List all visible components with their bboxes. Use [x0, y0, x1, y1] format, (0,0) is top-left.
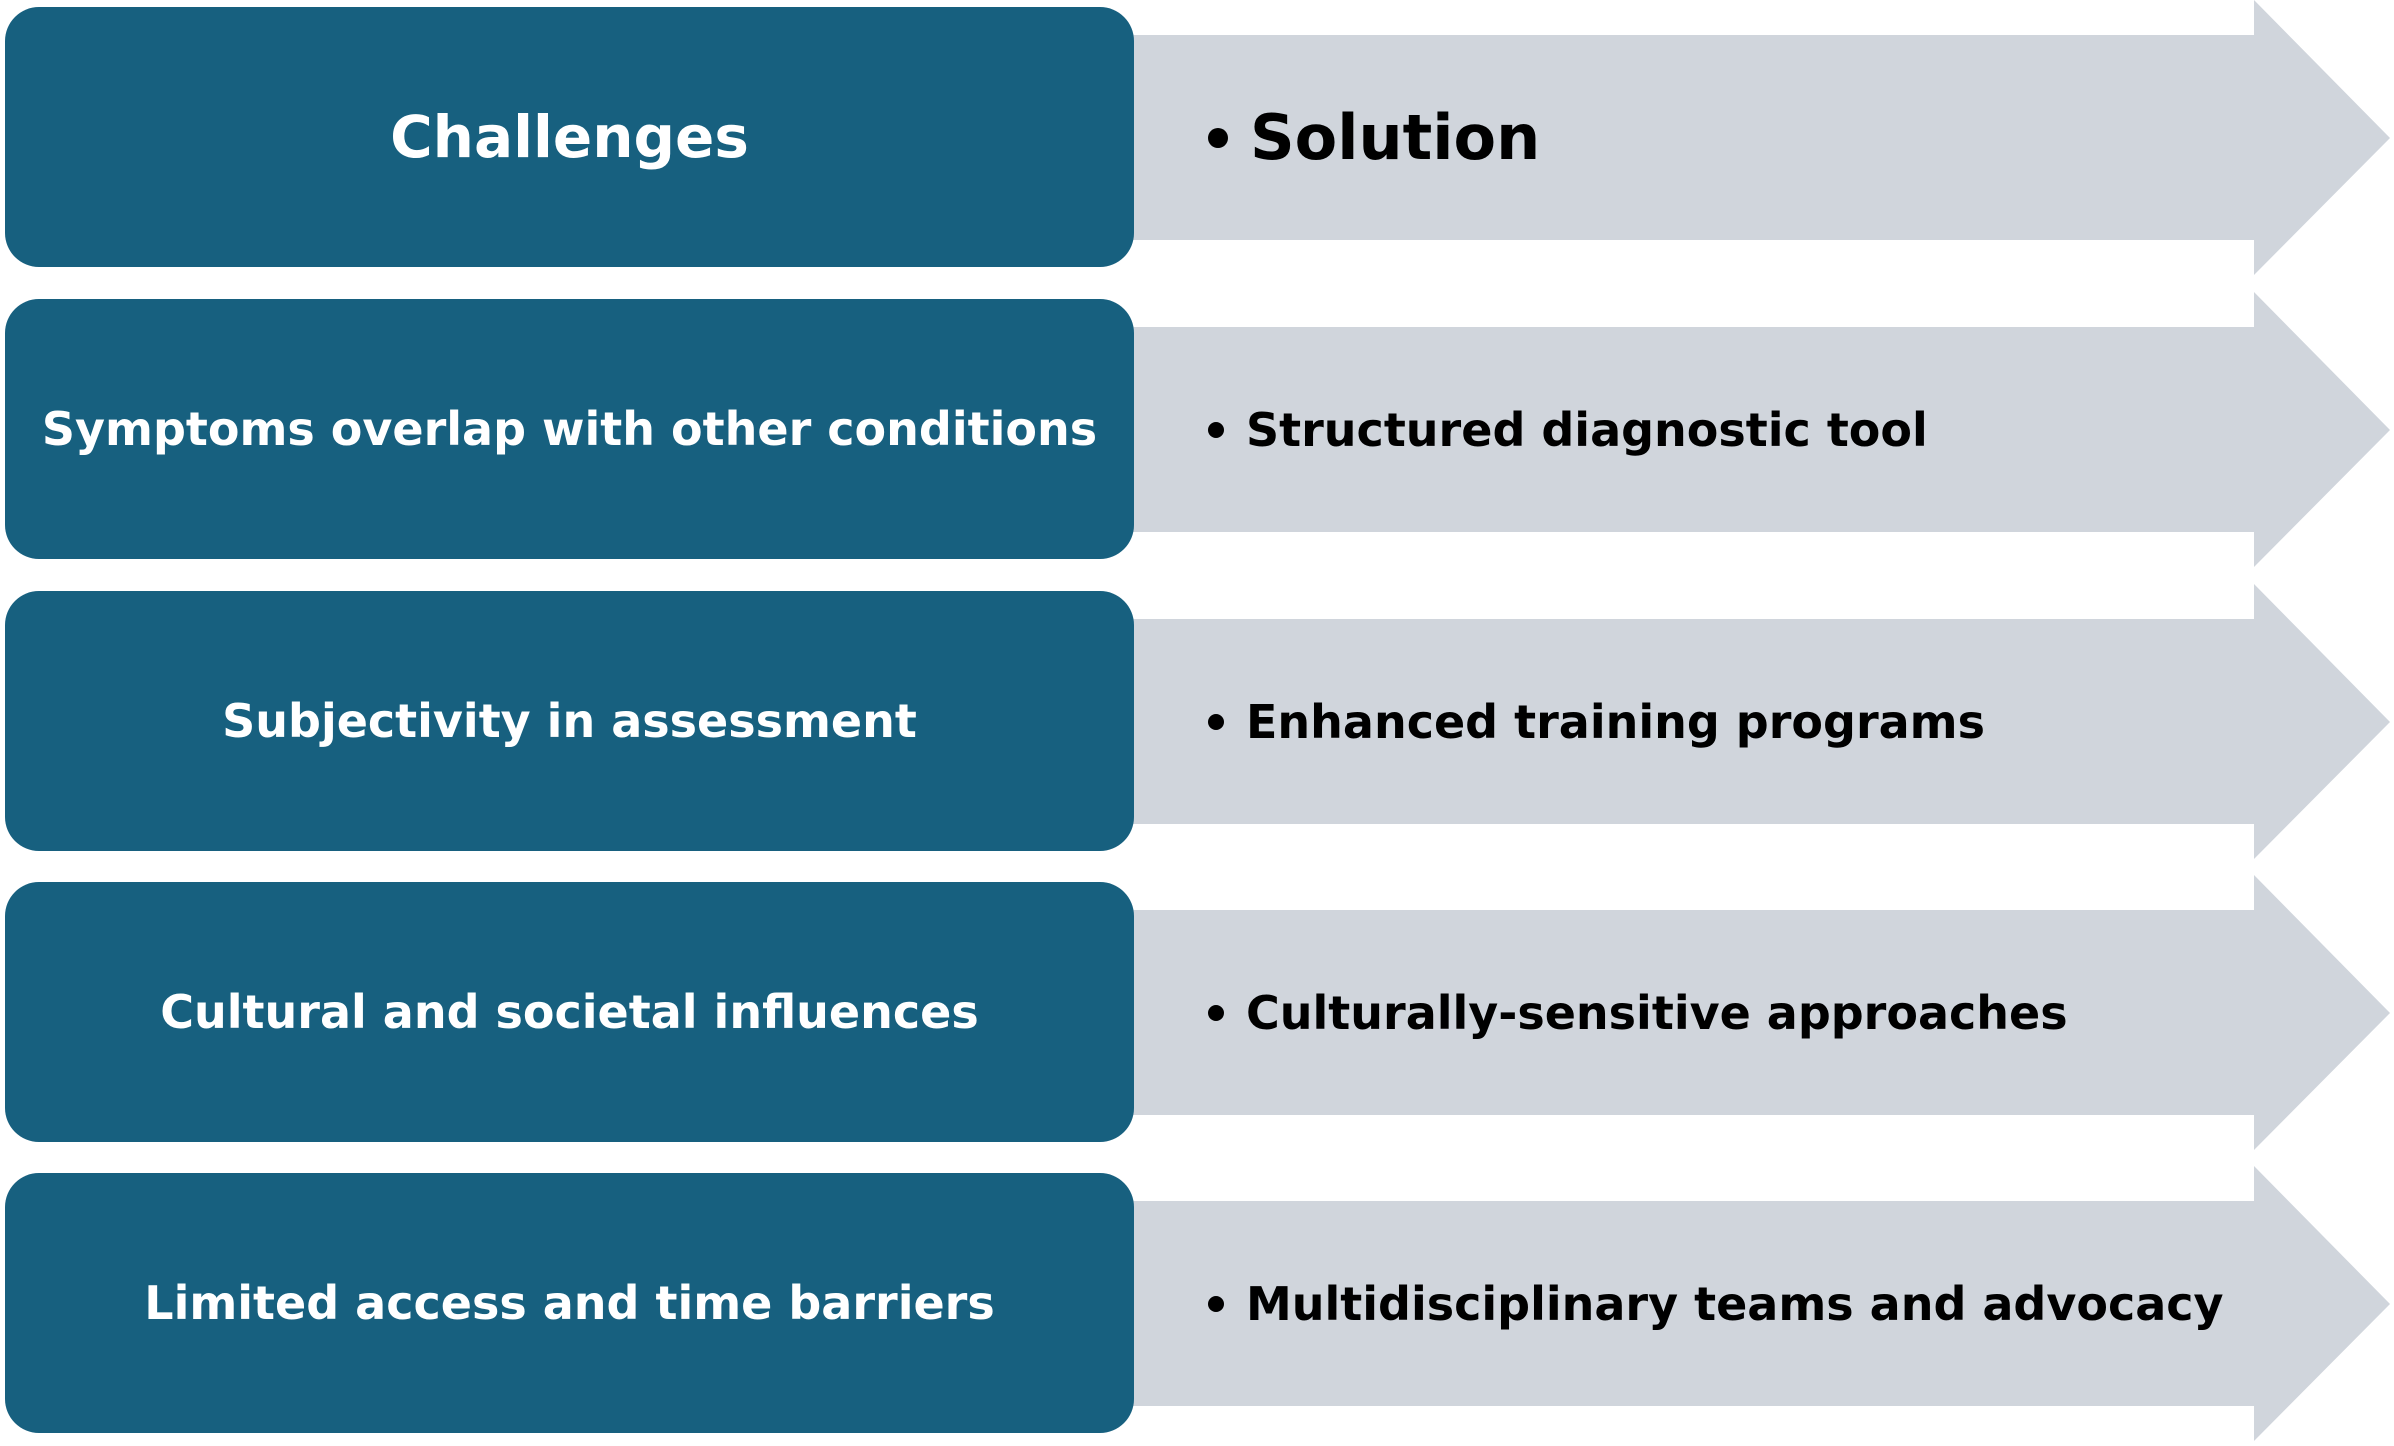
challenge-box: Symptoms overlap with other conditions [5, 299, 1134, 559]
bullet-icon [1208, 1295, 1224, 1312]
solution-label: Culturally-sensitive approaches [1246, 985, 2068, 1040]
solution-label: Enhanced training programs [1246, 694, 1985, 749]
solution-item: Multidisciplinary teams and advocacy [1208, 1201, 2224, 1406]
arrow-shape [1100, 584, 2390, 859]
solution-header-label: Solution [1250, 101, 1541, 174]
challenge-row: Symptoms overlap with other conditions S… [0, 292, 2394, 572]
bullet-icon [1208, 713, 1224, 730]
arrow-shape [1100, 875, 2390, 1150]
challenges-header: Challenges [5, 7, 1134, 267]
solution-label: Multidisciplinary teams and advocacy [1246, 1276, 2224, 1331]
challenge-row: Cultural and societal influences Cultura… [0, 875, 2394, 1155]
challenge-row: Subjectivity in assessment Enhanced trai… [0, 584, 2394, 864]
arrow-shape [1100, 1166, 2390, 1441]
solution-header: Solution [1208, 35, 1540, 240]
challenge-box: Limited access and time barriers [5, 1173, 1134, 1433]
challenge-box: Cultural and societal influences [5, 882, 1134, 1142]
solution-item: Culturally-sensitive approaches [1208, 910, 2068, 1115]
bullet-icon [1208, 127, 1228, 148]
header-row: Challenges Solution [0, 0, 2394, 280]
solution-item: Structured diagnostic tool [1208, 327, 1928, 532]
arrow-shape [1100, 0, 2390, 275]
bullet-icon [1208, 421, 1224, 438]
challenge-box: Subjectivity in assessment [5, 591, 1134, 851]
solution-item: Enhanced training programs [1208, 619, 1985, 824]
challenge-row: Limited access and time barriers Multidi… [0, 1166, 2394, 1446]
arrow-shape [1100, 292, 2390, 567]
solution-label: Structured diagnostic tool [1246, 402, 1928, 457]
bullet-icon [1208, 1004, 1224, 1021]
